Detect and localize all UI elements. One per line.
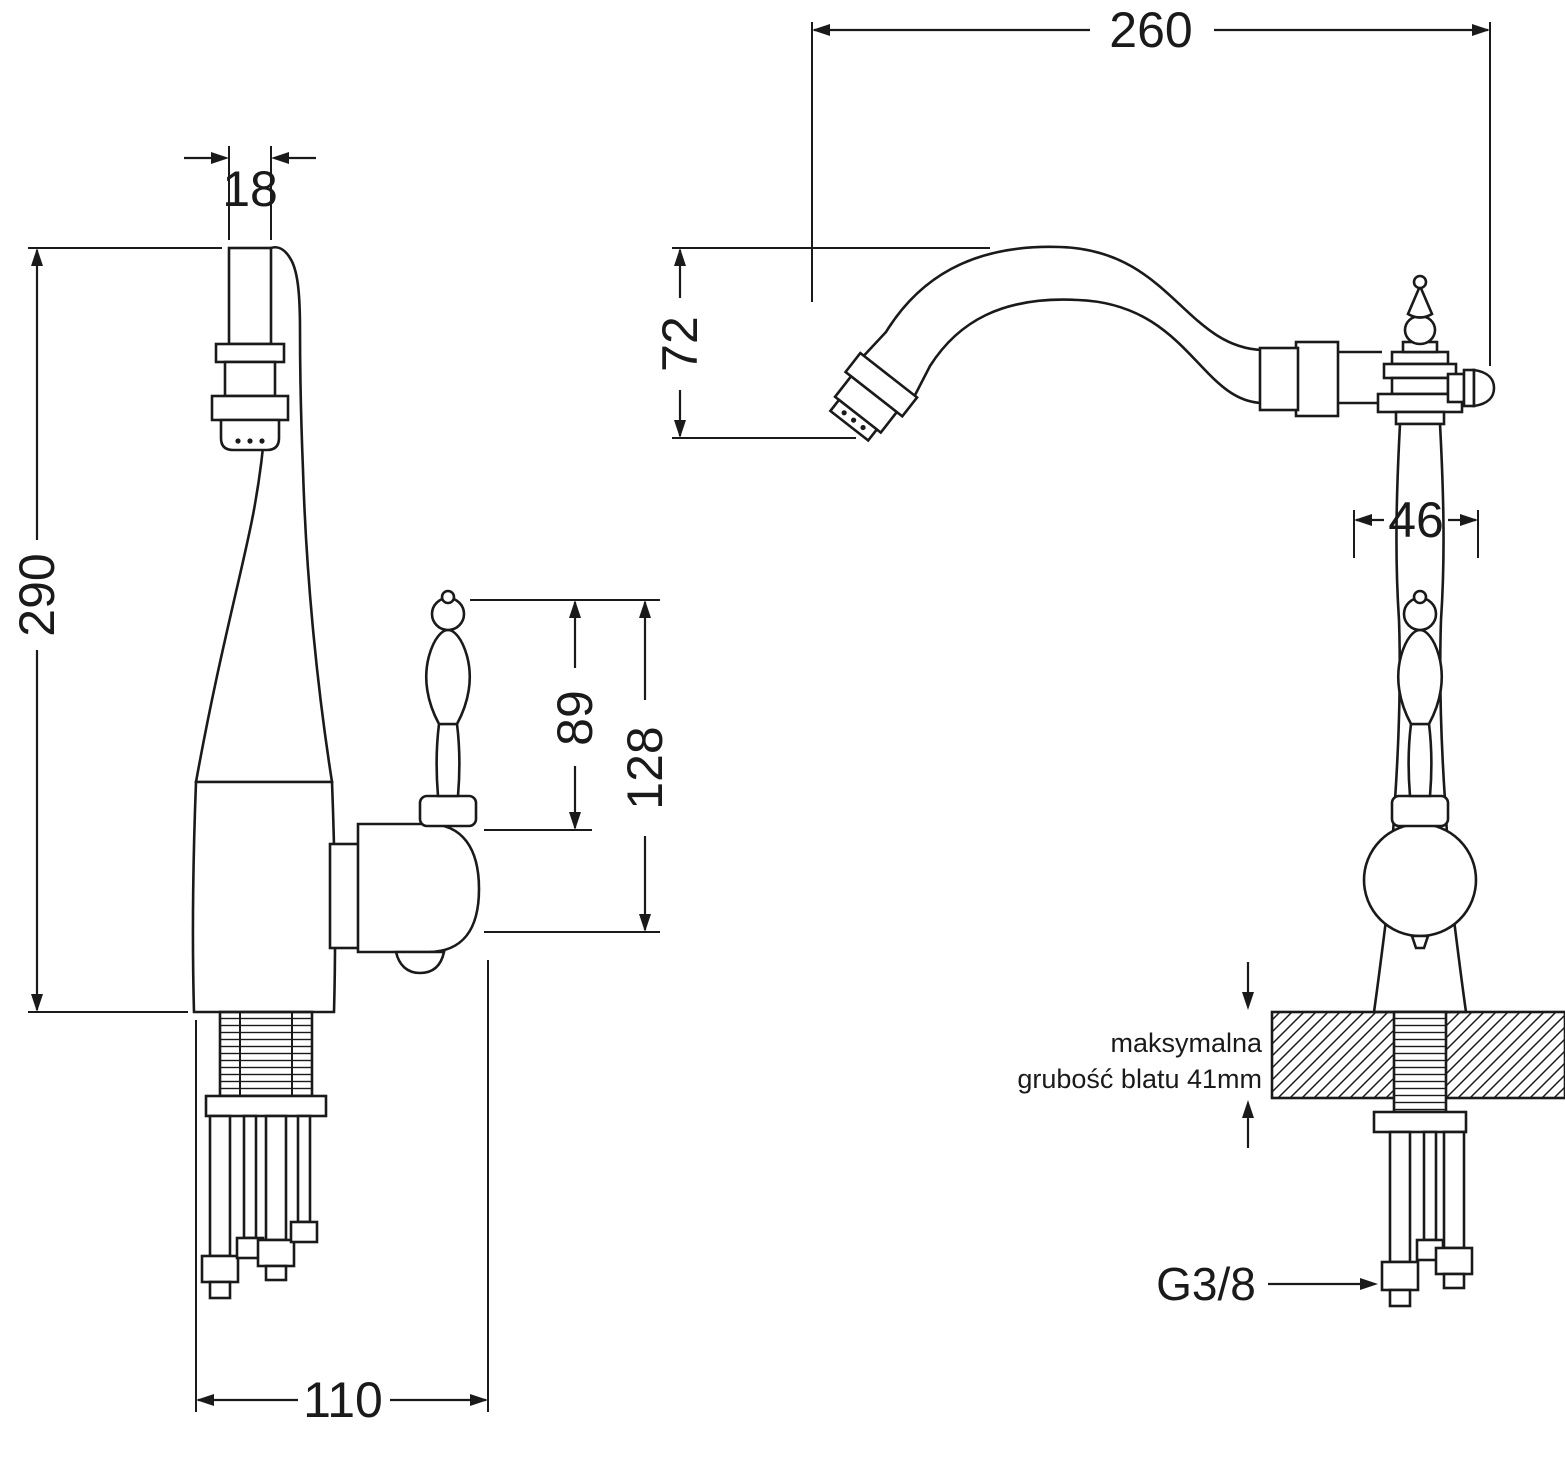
- dimension-label-89: 89: [547, 690, 603, 746]
- dimension-89: 89: [470, 599, 660, 831]
- dimension-label-46: 46: [1388, 492, 1444, 548]
- handle-stem: [1407, 722, 1433, 798]
- dimension-label-110: 110: [303, 1372, 383, 1428]
- handle-housing: [356, 822, 481, 954]
- dimension-label-128: 128: [617, 726, 673, 809]
- arrowhead: [569, 812, 581, 830]
- arrowhead: [211, 152, 229, 164]
- dimension-label-290: 290: [9, 553, 65, 636]
- arrowhead: [812, 24, 830, 36]
- arrowhead: [1354, 514, 1372, 526]
- arrowhead: [31, 248, 43, 266]
- handle-ball-joint: [1362, 822, 1478, 938]
- side-view-drawing: [191, 246, 481, 1300]
- faucet-body: [191, 780, 337, 1014]
- dimension-290: 290: [9, 247, 222, 1013]
- front-view-drawing: [828, 245, 1565, 1308]
- dimension-18: 18: [184, 146, 316, 240]
- handle-grip: [424, 628, 472, 726]
- arrowhead: [31, 994, 43, 1012]
- dimension-260: 260: [811, 2, 1491, 366]
- arrowhead: [639, 600, 651, 618]
- countertop-thickness-callout: maksymalna grubość blatu 41mm: [1017, 962, 1263, 1148]
- aerator: [828, 351, 919, 443]
- countertop-slab: [1270, 1010, 1565, 1134]
- handle-assembly: [328, 589, 481, 975]
- spout-assembly: [210, 246, 290, 452]
- g38-nut: [1380, 1260, 1420, 1292]
- dimension-128: 128: [484, 600, 673, 933]
- mounting-shank: [204, 1010, 328, 1118]
- arrowhead: [1460, 514, 1478, 526]
- dimension-label-72: 72: [652, 316, 708, 372]
- arrowhead: [470, 1394, 488, 1406]
- arrowhead: [1242, 1100, 1254, 1118]
- arrowhead: [639, 914, 651, 932]
- arrowhead: [196, 1394, 214, 1406]
- arrowhead: [1242, 992, 1254, 1010]
- spout-arm: [828, 245, 1382, 443]
- arrowhead: [569, 600, 581, 618]
- countertop-note-line2: grubość blatu 41mm: [1017, 1064, 1262, 1094]
- arrowhead: [674, 248, 686, 266]
- arrowhead: [674, 420, 686, 438]
- dimension-72: 72: [652, 247, 990, 439]
- dimension-110: 110: [195, 960, 489, 1428]
- countertop-note-line1: maksymalna: [1110, 1028, 1263, 1058]
- thread-size-label: G3/8: [1156, 1258, 1256, 1310]
- dimension-label-260: 260: [1109, 2, 1192, 58]
- handle-grip: [1396, 628, 1444, 726]
- handle-assembly: [1390, 589, 1450, 828]
- gooseneck: [194, 246, 334, 784]
- supply-connections: [1380, 1130, 1474, 1308]
- side-knob: [1446, 368, 1496, 408]
- mounting-shank: [1392, 1010, 1448, 1114]
- handle-stem: [435, 722, 461, 798]
- arrowhead: [1360, 1278, 1378, 1290]
- arrowhead: [271, 152, 289, 164]
- dimension-46: 46: [1353, 492, 1479, 558]
- dimension-label-18: 18: [222, 161, 278, 217]
- arrowhead: [1472, 24, 1490, 36]
- finial: [1401, 274, 1439, 354]
- supply-connections: [200, 1114, 319, 1300]
- aerator: [219, 418, 281, 452]
- thread-size-callout: G3/8: [1156, 1258, 1378, 1310]
